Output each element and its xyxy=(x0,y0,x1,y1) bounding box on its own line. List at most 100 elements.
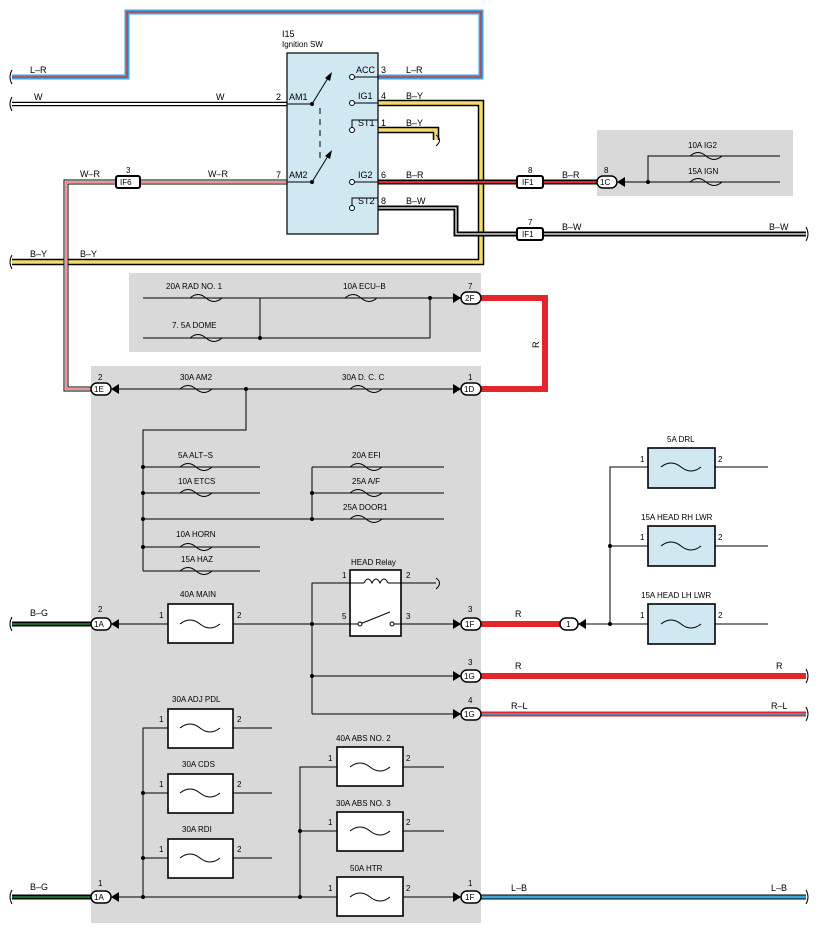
wire-label: R xyxy=(776,661,783,671)
svg-text:IF1: IF1 xyxy=(522,178,534,187)
fuse-label-am2: 30A AM2 xyxy=(180,373,213,382)
svg-text:3: 3 xyxy=(126,166,131,175)
wire-label: R–L xyxy=(511,701,528,711)
junction-block-1c xyxy=(597,130,793,196)
svg-text:1: 1 xyxy=(98,879,103,888)
terminal-st1: ST1 xyxy=(358,118,375,128)
connector-2f: 2F 7 xyxy=(453,282,482,305)
svg-text:1D: 1D xyxy=(464,385,474,394)
svg-text:1: 1 xyxy=(468,879,473,888)
wire-b-w xyxy=(378,205,806,237)
pin-ig1: 4 xyxy=(381,91,386,101)
wire-w-r xyxy=(63,179,287,392)
fuse-label-dcc: 30A D. C. C xyxy=(342,373,384,382)
svg-text:8: 8 xyxy=(528,166,533,175)
svg-text:15A HEAD LH LWR: 15A HEAD LH LWR xyxy=(641,591,711,600)
wire-l-r xyxy=(12,9,484,80)
connector-if6: IF6 3 xyxy=(115,166,141,189)
connector-1f-lower: 1F 1 xyxy=(453,879,482,904)
wire-label: W xyxy=(34,92,43,102)
pin-st2: 8 xyxy=(381,196,386,206)
fuse-label-af: 25A A/F xyxy=(352,477,380,486)
wire-label: L–R xyxy=(30,65,47,75)
fuse-htr: 50A HTR 1 2 xyxy=(328,864,411,917)
wire-label: B–R xyxy=(406,170,424,180)
ignition-switch xyxy=(286,52,379,235)
svg-text:1A: 1A xyxy=(94,893,104,902)
fuse-label-ecub: 10A ECU–B xyxy=(343,282,386,291)
svg-text:1G: 1G xyxy=(464,710,475,719)
svg-text:1G: 1G xyxy=(464,672,475,681)
wire-label: L–R xyxy=(406,65,423,75)
connector-1d: 1D 1 xyxy=(453,373,482,396)
connector-1e: 1E 2 xyxy=(90,373,119,396)
connector-if1-upper: IF1 8 xyxy=(516,166,544,189)
svg-text:1: 1 xyxy=(566,620,571,629)
svg-text:3: 3 xyxy=(468,605,473,614)
svg-text:5A DRL: 5A DRL xyxy=(667,435,695,444)
terminal-st2: ST2 xyxy=(358,196,375,206)
svg-text:2: 2 xyxy=(718,533,723,542)
terminal-ig2: IG2 xyxy=(358,170,373,180)
fuse-label-alts: 5A ALT–S xyxy=(178,451,213,460)
connector-1a-upper: 1A 2 xyxy=(90,605,119,631)
svg-text:1: 1 xyxy=(342,571,347,580)
fuse-label-rad1: 20A RAD NO. 1 xyxy=(166,282,223,291)
svg-text:1: 1 xyxy=(159,715,164,724)
wire-label: B–G xyxy=(30,608,48,618)
svg-text:40A MAIN: 40A MAIN xyxy=(180,590,216,599)
svg-text:1: 1 xyxy=(640,455,645,464)
svg-text:1: 1 xyxy=(328,818,333,827)
terminal-am1: AM1 xyxy=(289,92,308,102)
svg-text:1: 1 xyxy=(159,845,164,854)
terminal-am2: AM2 xyxy=(289,170,308,180)
pin-ig2: 6 xyxy=(381,170,386,180)
fuse-cds: 30A CDS 1 2 xyxy=(159,760,242,814)
svg-text:7: 7 xyxy=(468,282,473,291)
svg-text:3: 3 xyxy=(468,658,473,667)
fuse-label-etcs: 10A ETCS xyxy=(178,477,215,486)
wire-label: B–G xyxy=(30,882,48,892)
connector-1f-upper: 1F 3 xyxy=(453,605,482,631)
svg-text:2: 2 xyxy=(237,715,242,724)
svg-text:30A RDI: 30A RDI xyxy=(182,825,212,834)
wire-label: R xyxy=(531,341,541,348)
fuse-head-lh-lwr: 15A HEAD LH LWR 1 2 xyxy=(640,591,723,645)
svg-text:7: 7 xyxy=(528,218,533,227)
svg-text:1: 1 xyxy=(159,780,164,789)
fuse-label-horn: 10A HORN xyxy=(176,530,216,539)
svg-text:2: 2 xyxy=(406,884,411,893)
fuse-adj-pdl: 30A ADJ PDL 1 2 xyxy=(159,695,242,749)
connector-1c: 1C 8 xyxy=(596,166,625,189)
svg-text:2: 2 xyxy=(237,611,242,620)
wire-r-feed xyxy=(481,295,548,392)
svg-text:5: 5 xyxy=(342,612,347,621)
fuse-main: 40A MAIN 1 2 xyxy=(159,590,242,644)
fuse-label-efi: 20A EFI xyxy=(352,451,380,460)
pin-acc: 3 xyxy=(381,65,386,75)
wire-label: W–R xyxy=(80,169,101,179)
svg-text:2: 2 xyxy=(237,845,242,854)
wire-label: W–R xyxy=(208,169,229,179)
wire-label: L–B xyxy=(511,883,527,893)
wire-label: L–B xyxy=(771,883,787,893)
svg-text:2: 2 xyxy=(406,818,411,827)
wire-label: B–Y xyxy=(30,249,47,259)
svg-text:1: 1 xyxy=(468,373,473,382)
fuse-label-dome: 7. 5A DOME xyxy=(172,321,216,330)
connector-1g-lower: 1G 4 xyxy=(453,696,482,721)
wire-label: B–Y xyxy=(406,91,423,101)
wire-label: W xyxy=(216,92,225,102)
svg-text:1C: 1C xyxy=(600,178,610,187)
svg-text:1: 1 xyxy=(328,754,333,763)
terminal-ig1: IG1 xyxy=(358,91,373,101)
svg-text:30A ADJ PDL: 30A ADJ PDL xyxy=(172,695,221,704)
fuse-label-haz: 15A HAZ xyxy=(181,555,213,564)
svg-text:2: 2 xyxy=(718,455,723,464)
wire-label: R xyxy=(515,661,522,671)
svg-text:30A ABS NO. 3: 30A ABS NO. 3 xyxy=(336,799,391,808)
terminal-acc: ACC xyxy=(356,65,376,75)
svg-text:2: 2 xyxy=(98,373,103,382)
svg-text:1F: 1F xyxy=(465,893,474,902)
